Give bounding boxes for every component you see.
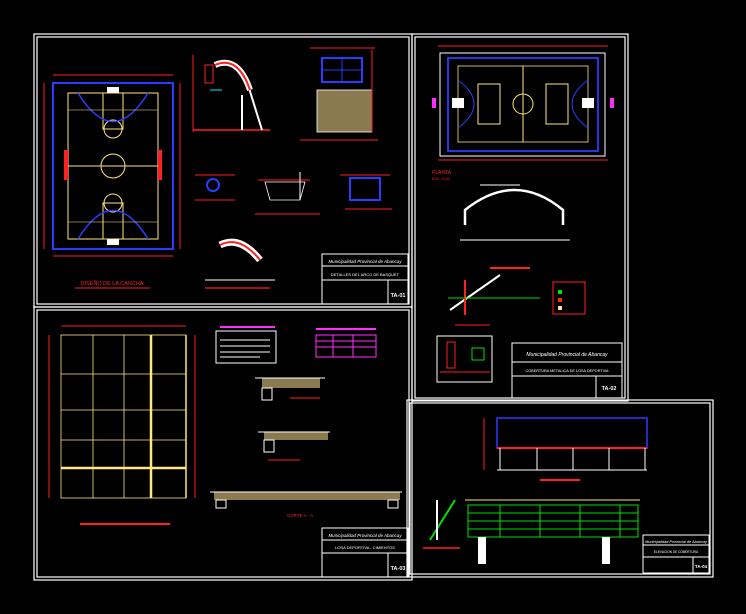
titleblock-org-top-left: Municipalidad Provincial de Abancay bbox=[328, 259, 402, 264]
titleblock-right bbox=[511, 342, 623, 399]
titleblock-org-bottom-right: Municipalidad Provincial de Abancay bbox=[645, 540, 708, 544]
basket-support-elevation bbox=[192, 55, 270, 132]
covered-court-plan bbox=[432, 45, 614, 161]
titleblock-project-bottom-left: LOSA DEPORTIVA - CIMIENTOS bbox=[335, 545, 395, 550]
hoop-net-detail bbox=[255, 172, 320, 215]
slab-section-2 bbox=[258, 431, 330, 461]
titleblock-org-right: Municipalidad Provincial de Abancay bbox=[526, 352, 608, 358]
titleblock-top-left bbox=[321, 253, 409, 305]
section-a-a bbox=[210, 491, 402, 509]
sheet-inner-frame-bottom-left bbox=[36, 309, 410, 578]
titleblock-bottom-left bbox=[321, 527, 409, 578]
footing-section-1 bbox=[255, 377, 325, 401]
sheet-inner-frame-bottom-right bbox=[409, 402, 711, 575]
court-plan-title: DISEÑO DE LA CANCHA bbox=[81, 280, 144, 287]
notes-box-bottom-left bbox=[215, 326, 277, 364]
titleblock-code-right: TA-02 bbox=[602, 386, 617, 392]
foundation-grid-plan bbox=[48, 325, 196, 525]
column-base-detail bbox=[436, 335, 493, 383]
rim-bracket-detail bbox=[340, 174, 392, 210]
plan-label-right: PLANTA bbox=[432, 170, 452, 176]
arch-roof-section bbox=[460, 184, 570, 269]
curved-arm-detail bbox=[205, 238, 275, 289]
legend-box-right bbox=[552, 281, 586, 315]
cover-front-elevation bbox=[483, 417, 648, 481]
titleblock-code-bottom-right: TA-04 bbox=[695, 564, 708, 569]
hoop-detail-1 bbox=[195, 174, 235, 201]
titleblock-bottom-right bbox=[642, 534, 710, 574]
cover-side-elevation bbox=[465, 499, 640, 564]
sheet-inner-frame-top-left bbox=[36, 36, 410, 305]
sheet-frame-right bbox=[411, 33, 629, 402]
plan-scale-right: ESC: 1/100 bbox=[432, 177, 450, 181]
truss-connection-detail bbox=[448, 274, 540, 326]
court-plan-top-left bbox=[43, 74, 181, 257]
titleblock-code-bottom-left: TA-03 bbox=[391, 566, 406, 572]
titleblock-org-bottom-left: Municipalidad Provincial de Abancay bbox=[328, 533, 402, 538]
schedule-table-bottom-left bbox=[315, 328, 377, 358]
sheet-frame-bottom-left bbox=[33, 306, 413, 581]
titleblock-project-top-left: DETALLES DEL ARCO DE BASQUET bbox=[331, 272, 400, 277]
truss-detail-bottom-right bbox=[423, 499, 460, 549]
titleblock-code-top-left: TA-01 bbox=[391, 293, 406, 299]
titleblock-project-right: COBERTURA METALICA DE LOSA DEPORTIVA bbox=[525, 369, 609, 373]
backboard-footing-elevation bbox=[300, 47, 378, 141]
section-a-a-label: CORTE A - A bbox=[287, 513, 313, 518]
sheet-frame-bottom-right bbox=[406, 399, 714, 578]
titleblock-project-bottom-right: ELEVACION DE COBERTURA bbox=[654, 550, 699, 554]
